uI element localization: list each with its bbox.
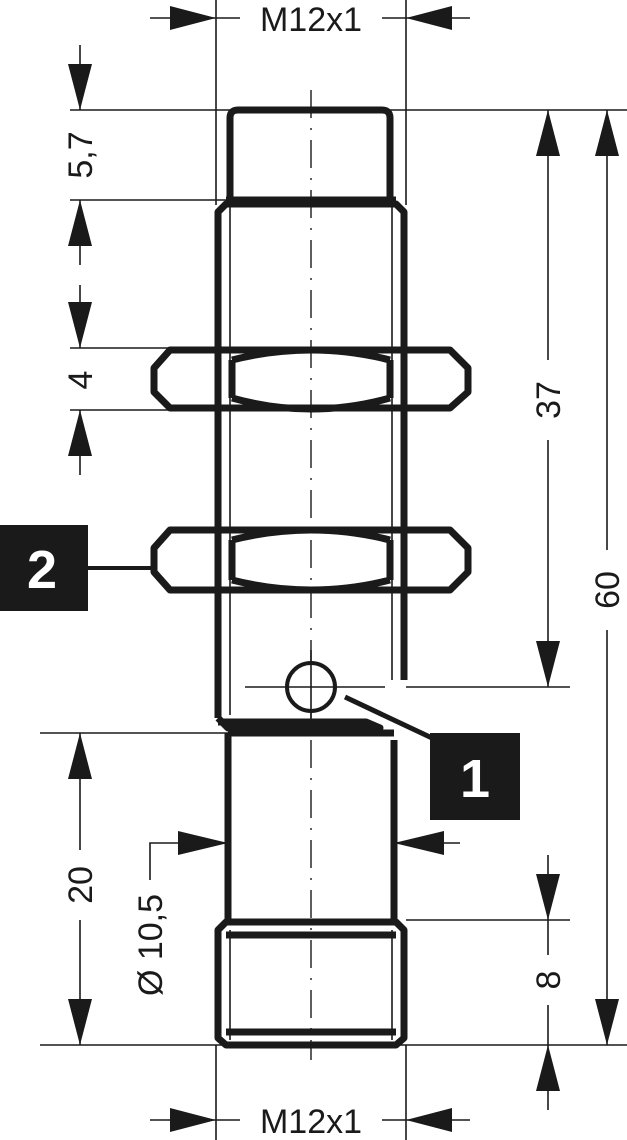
dim-diameter: Ø 10,5: [132, 831, 460, 996]
svg-text:37: 37: [530, 381, 568, 419]
dim-thread-top: M12x1: [150, 1, 470, 39]
svg-text:20: 20: [62, 866, 100, 904]
sensor-cap: [226, 106, 394, 200]
svg-text:4: 4: [62, 371, 100, 390]
svg-text:60: 60: [589, 571, 627, 609]
svg-text:M12x1: M12x1: [260, 1103, 362, 1140]
barrel-step: [215, 715, 384, 732]
nut-upper: [150, 346, 472, 413]
connector-thread: [214, 918, 408, 1049]
dim-thread-length: 8: [530, 855, 568, 1110]
dim-cap-height: 5,7: [62, 45, 100, 265]
callout-label-2: 2: [27, 540, 57, 600]
callout-label-1: 1: [460, 749, 490, 809]
threaded-barrel: [214, 200, 408, 718]
sensor-body: [214, 106, 408, 1049]
nut-lower: [150, 526, 472, 594]
callout-nut: 2: [0, 525, 154, 611]
dim-nut-height: 4: [62, 285, 100, 475]
svg-text:8: 8: [530, 971, 568, 990]
svg-text:M12x1: M12x1: [260, 1, 362, 39]
led-indicator: [245, 650, 385, 720]
svg-text:5,7: 5,7: [62, 131, 100, 178]
callout-led: 1: [343, 694, 520, 820]
svg-text:Ø 10,5: Ø 10,5: [132, 894, 170, 996]
dim-overall-length: 60: [589, 110, 627, 1045]
dim-thread-bottom: M12x1: [150, 1103, 470, 1140]
dim-connector-length: 20: [62, 733, 100, 1045]
dim-led-position: 37: [530, 110, 568, 687]
sensor-neck: [224, 729, 398, 920]
